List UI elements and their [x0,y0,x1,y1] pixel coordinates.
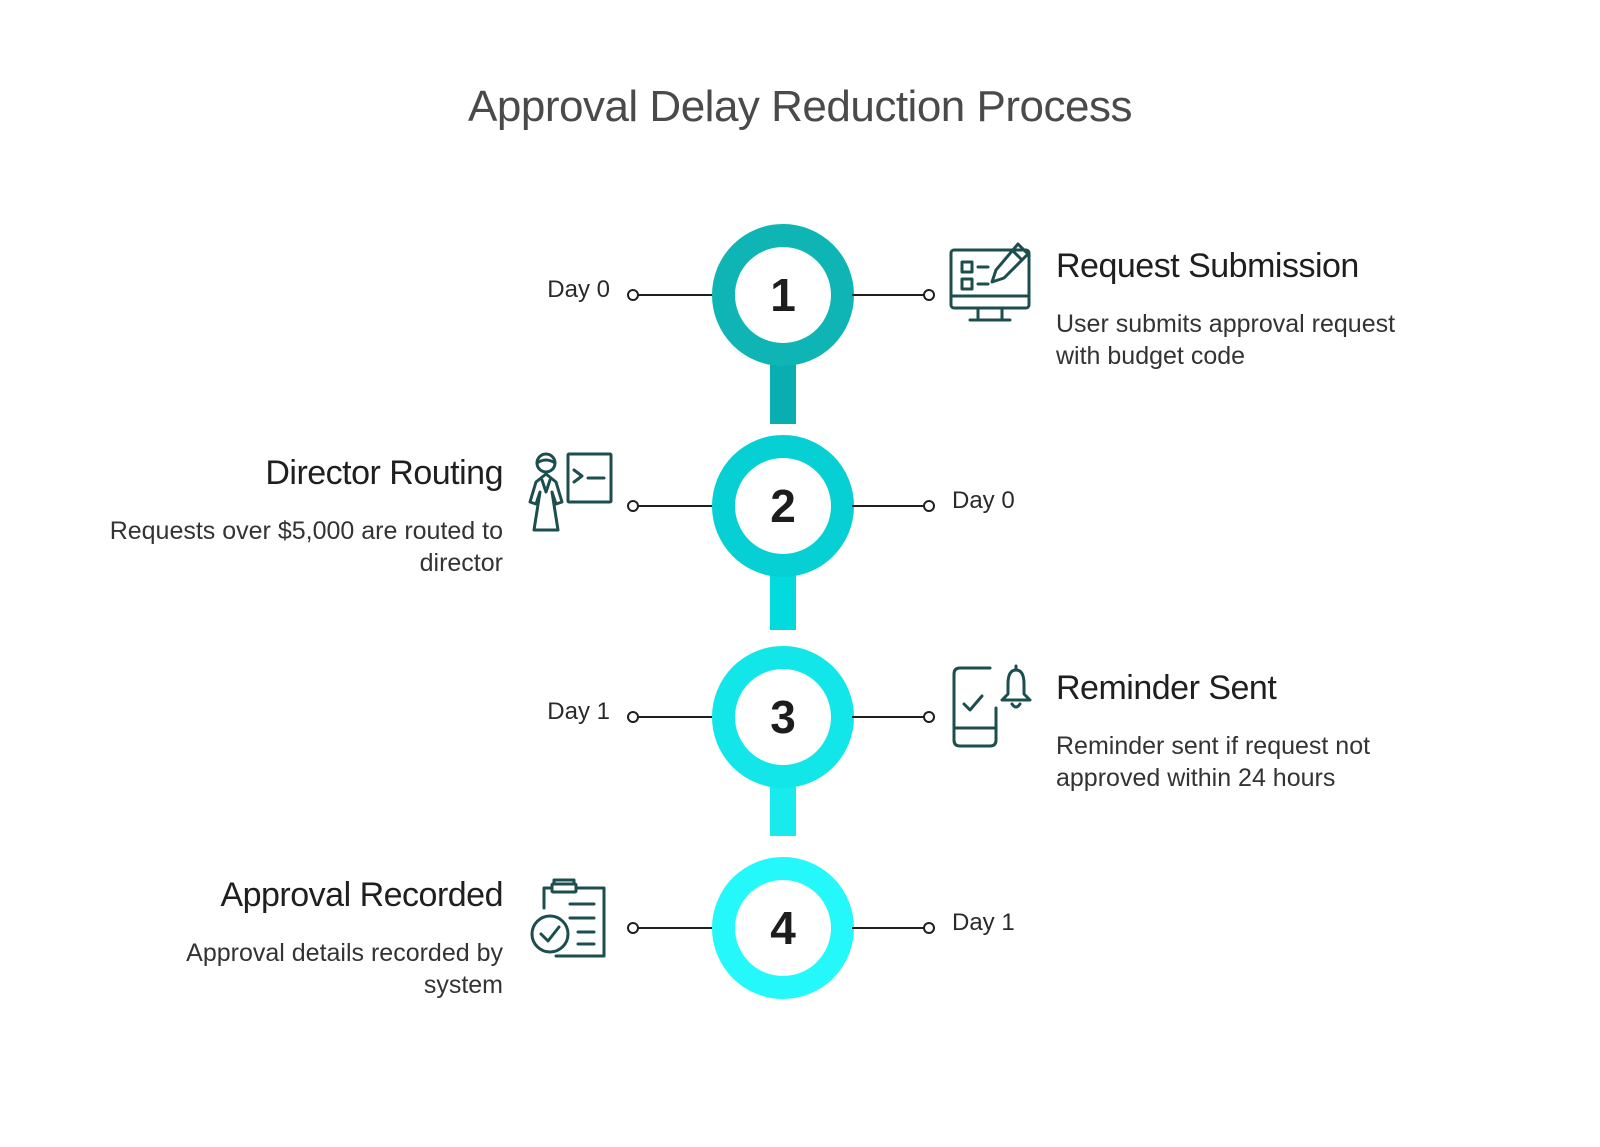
step-1-right-dot [923,289,935,301]
step-2-right-line [852,505,927,507]
step-3-left-line [636,716,714,718]
phone-bell-check-icon [952,664,1032,748]
step-1-number: 1 [770,269,796,321]
step-2-day: Day 0 [952,487,1015,514]
step-1-heading: Request Submission [1056,247,1359,285]
step-2-left-line [636,505,714,507]
director-presentation-icon [528,452,613,532]
step-3-day: Day 1 [547,698,610,725]
step-4-number: 4 [770,902,796,954]
step-2-right-dot [923,500,935,512]
step-4-left-line [636,927,714,929]
step-4-day: Day 1 [952,909,1015,936]
step-1-left-line [636,294,714,296]
step-3-right-line [852,716,927,718]
step-1-left-dot [627,289,639,301]
clipboard-check-icon [530,878,606,958]
step-3-description: Reminder sent if request not approved wi… [1056,732,1371,792]
step-1-circle: 1 [712,224,854,366]
diagram-title: Approval Delay Reduction Process [468,82,1132,131]
monitor-checklist-pencil-icon [949,242,1031,322]
step-3-heading: Reminder Sent [1056,669,1277,707]
step-4-description: Approval details recorded by system [186,939,503,999]
step-3-number: 3 [770,691,796,743]
step-1-right-line [852,294,927,296]
step-3-right-dot [923,711,935,723]
step-1-day: Day 0 [547,276,610,303]
step-4-heading: Approval Recorded [220,876,503,914]
step-3-left-dot [627,711,639,723]
step-4-circle: 4 [712,857,854,999]
step-2-description: Requests over $5,000 are routed to direc… [109,517,503,577]
connector-2-3 [770,570,796,630]
step-2-heading: Director Routing [265,454,503,492]
step-2-left-dot [627,500,639,512]
step-2-circle: 2 [712,435,854,577]
step-4-right-dot [923,922,935,934]
step-4-right-line [852,927,927,929]
step-4-left-dot [627,922,639,934]
step-3-circle: 3 [712,646,854,788]
step-2-number: 2 [770,480,796,532]
connector-1-2 [770,364,796,424]
step-1-description: User submits approval request with budge… [1056,310,1396,370]
